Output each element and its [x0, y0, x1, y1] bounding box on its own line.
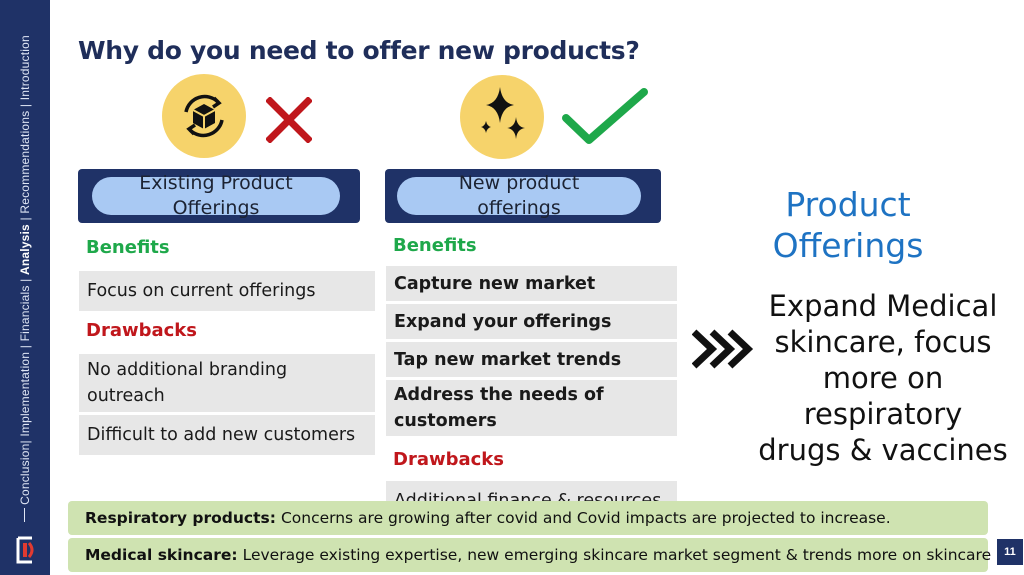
- note-text: Concerns are growing after covid and Cov…: [280, 509, 891, 527]
- page-number: 11: [997, 539, 1023, 565]
- new-benefit-item: Address the needs of customers: [386, 380, 677, 436]
- existing-drawback-item: No additional branding outreach: [79, 354, 375, 412]
- new-offerings-pill: New product offerings: [397, 172, 641, 219]
- skincare-note: Medical skincare: Leverage existing expe…: [68, 538, 991, 572]
- sidebar: Conclusion| Implementation | Financials …: [0, 0, 50, 575]
- existing-drawback-item: Difficult to add new customers: [79, 415, 375, 455]
- existing-benefit-item: Focus on current offerings: [79, 271, 375, 311]
- existing-header-line1: Existing Product: [139, 172, 293, 194]
- note-label: Respiratory products:: [85, 509, 276, 527]
- new-header-line2: offerings: [477, 197, 561, 219]
- new-benefit-item: Expand your offerings: [386, 304, 677, 339]
- triple-chevron-right-icon: [692, 329, 754, 369]
- new-benefit-item: Tap new market trends: [386, 342, 677, 377]
- nav-sections-after: | Recommendations | Introduction: [18, 35, 32, 225]
- check-mark-icon: [562, 88, 648, 144]
- new-drawbacks-label: Drawbacks: [393, 449, 504, 470]
- existing-offerings-header: Existing Product Offerings: [78, 169, 360, 223]
- new-offerings-header: New product offerings: [385, 169, 661, 223]
- new-products-icon-circle: [460, 75, 544, 159]
- sidebar-divider: [24, 508, 25, 522]
- existing-products-icon-circle: [162, 74, 246, 158]
- new-drawback-item: Additional finance & resources: [386, 481, 677, 501]
- existing-benefits-label: Benefits: [86, 237, 170, 258]
- new-benefits-label: Benefits: [393, 235, 477, 256]
- respiratory-note: Respiratory products: Concerns are growi…: [68, 501, 988, 535]
- sparkles-icon: [481, 87, 525, 139]
- product-offerings-title: Product Offerings: [772, 185, 924, 265]
- new-benefit-item: Capture new market: [386, 266, 677, 301]
- section-nav: Conclusion| Implementation | Financials …: [18, 35, 32, 505]
- existing-header-line2: Offerings: [172, 197, 260, 219]
- brand-logo-icon: [16, 536, 34, 564]
- existing-offerings-pill: Existing Product Offerings: [92, 172, 340, 219]
- note-text: Leverage existing expertise, new emergin…: [242, 546, 992, 564]
- box-cycle-icon: [184, 94, 224, 138]
- x-mark-icon: [266, 97, 312, 143]
- nav-active-section: Analysis: [18, 224, 32, 276]
- product-offerings-body: Expand Medical skincare, focus more on r…: [758, 289, 1008, 467]
- new-header-line1: New product: [458, 172, 580, 194]
- existing-drawbacks-label: Drawbacks: [86, 320, 197, 341]
- note-label: Medical skincare:: [85, 546, 238, 564]
- page-title: Why do you need to offer new products?: [78, 36, 640, 65]
- nav-sections-before: Conclusion| Implementation | Financials …: [18, 275, 32, 505]
